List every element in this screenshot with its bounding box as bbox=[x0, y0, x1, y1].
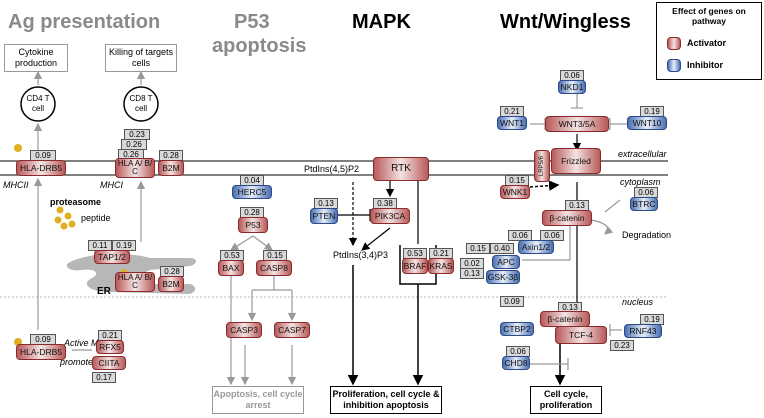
gene-ciita: CIITA bbox=[92, 356, 126, 370]
header-p53: P53 bbox=[234, 11, 270, 33]
cytoplasm-label: cytoplasm bbox=[620, 177, 661, 187]
gene-nkd1: NKD1 bbox=[558, 80, 586, 94]
gene-gsk3b: GSK-3β bbox=[486, 270, 520, 284]
mhcii-label: MHCII bbox=[3, 180, 29, 190]
value-ciita: 0.17 bbox=[92, 372, 116, 383]
gene-beta-catenin: β-catenin bbox=[542, 210, 592, 226]
gene-b2m: B2M bbox=[158, 160, 184, 176]
gene-herc5: HERC5 bbox=[232, 185, 272, 199]
legend-title: Effect of genes on pathway bbox=[672, 6, 746, 26]
gene-apc: APC bbox=[492, 255, 520, 269]
gene-wnt10: WNT10 bbox=[627, 116, 667, 130]
extracellular-label: extracellular bbox=[618, 149, 667, 159]
legend-activator-label: Activator bbox=[687, 38, 727, 48]
cytokine-production-box: Cytokine production bbox=[4, 44, 68, 72]
cd8-cell bbox=[123, 86, 159, 122]
er-label: ER bbox=[97, 286, 111, 297]
apoptosis-outcome-box: Apoptosis, cell cycle arrest bbox=[212, 386, 304, 414]
value-tcf4: 0.23 bbox=[610, 340, 634, 351]
cd4-label: CD4 T cell bbox=[26, 94, 50, 113]
gene-hla-abc-er: HLA A/ B/ C bbox=[115, 272, 155, 292]
gene-chd8: CHD8 bbox=[502, 356, 530, 370]
legend-inhibitor-label: Inhibitor bbox=[687, 60, 723, 70]
killing-targets-box: Killing of targets cells bbox=[105, 44, 177, 72]
proteasome-label: proteasome bbox=[50, 197, 102, 207]
mapk-outcome-box: Proliferation, cell cycle & inhibition a… bbox=[330, 386, 442, 414]
gene-casp8: CASP8 bbox=[256, 260, 292, 276]
header-mapk: MAPK bbox=[352, 11, 411, 33]
wnt-outcome-box: Cell cycle, proliferation bbox=[530, 386, 602, 414]
gene-hla-drb5: HLA-DRB5 bbox=[16, 160, 66, 176]
gene-btrc: BTRC bbox=[630, 197, 658, 211]
degradation-label: Degradation bbox=[622, 230, 672, 240]
pip3-label: PtdIns(3,4)P3 bbox=[333, 250, 389, 260]
gene-hla-abc: HLA A/ B/ C bbox=[115, 158, 155, 178]
gene-b2m-er: B2M bbox=[158, 276, 184, 292]
gene-casp3: CASP3 bbox=[226, 322, 262, 338]
header-apoptosis: apoptosis bbox=[212, 35, 307, 57]
gene-kras: KRAS bbox=[428, 258, 454, 274]
gene-frizzled: Frizzled bbox=[551, 148, 601, 174]
gene-bax: BAX bbox=[218, 260, 244, 276]
gene-wnt1: WNT1 bbox=[497, 116, 527, 130]
value-gsk3b-b: 0.13 bbox=[460, 268, 484, 279]
gene-wnt3-5a: WNT3/5A bbox=[545, 116, 609, 132]
cd4-cell bbox=[20, 86, 56, 122]
value-apc-a: 0.15 bbox=[466, 243, 490, 254]
gene-ctbp2: CTBP2 bbox=[500, 322, 534, 336]
gene-tap12: TAP1/2 bbox=[94, 250, 130, 264]
gene-pik3ca: PIK3CA bbox=[370, 208, 410, 224]
cd8-label: CD8 T cell bbox=[129, 94, 153, 113]
gene-wnk1: WNK1 bbox=[500, 185, 530, 199]
peptide-label: peptide bbox=[81, 213, 111, 223]
gene-axin12: Axin1/2 bbox=[518, 240, 554, 254]
header-wnt: Wnt/Wingless bbox=[500, 11, 631, 33]
legend: Effect of genes on pathway Activator Inh… bbox=[656, 2, 762, 80]
mhci-label: MHCI bbox=[100, 180, 123, 190]
active-mhcii-label: Active MHCII bbox=[64, 338, 117, 348]
gene-pten: PTEN bbox=[310, 208, 338, 224]
gene-casp7: CASP7 bbox=[274, 322, 310, 338]
legend-activator-swatch bbox=[667, 37, 681, 50]
value-unknown: 0.09 bbox=[500, 296, 524, 307]
nucleus-label: nucleus bbox=[622, 297, 654, 307]
gene-beta-catenin-n: β-catenin bbox=[540, 311, 590, 327]
gene-rnf43: RNF43 bbox=[624, 324, 662, 338]
gene-braf: BRAF bbox=[402, 258, 428, 274]
value-apc-b: 0.40 bbox=[490, 243, 514, 254]
legend-inhibitor-swatch bbox=[667, 59, 681, 72]
peptide-dots bbox=[14, 144, 127, 346]
gene-lrp5-6: LRP5/6 bbox=[534, 150, 550, 182]
gene-hla-drb5-n: HLA-DRB5 bbox=[16, 344, 66, 360]
header-ag: Ag presentation bbox=[8, 11, 161, 33]
gene-rfx5: RFX5 bbox=[96, 340, 124, 354]
pip2-label: PtdIns(4,5)P2 bbox=[304, 164, 360, 174]
promoters-label: promoters bbox=[60, 357, 101, 367]
gene-p53: P53 bbox=[238, 217, 268, 233]
gene-tcf4: TCF-4 bbox=[555, 326, 607, 344]
gene-rtk: RTK bbox=[373, 157, 429, 181]
